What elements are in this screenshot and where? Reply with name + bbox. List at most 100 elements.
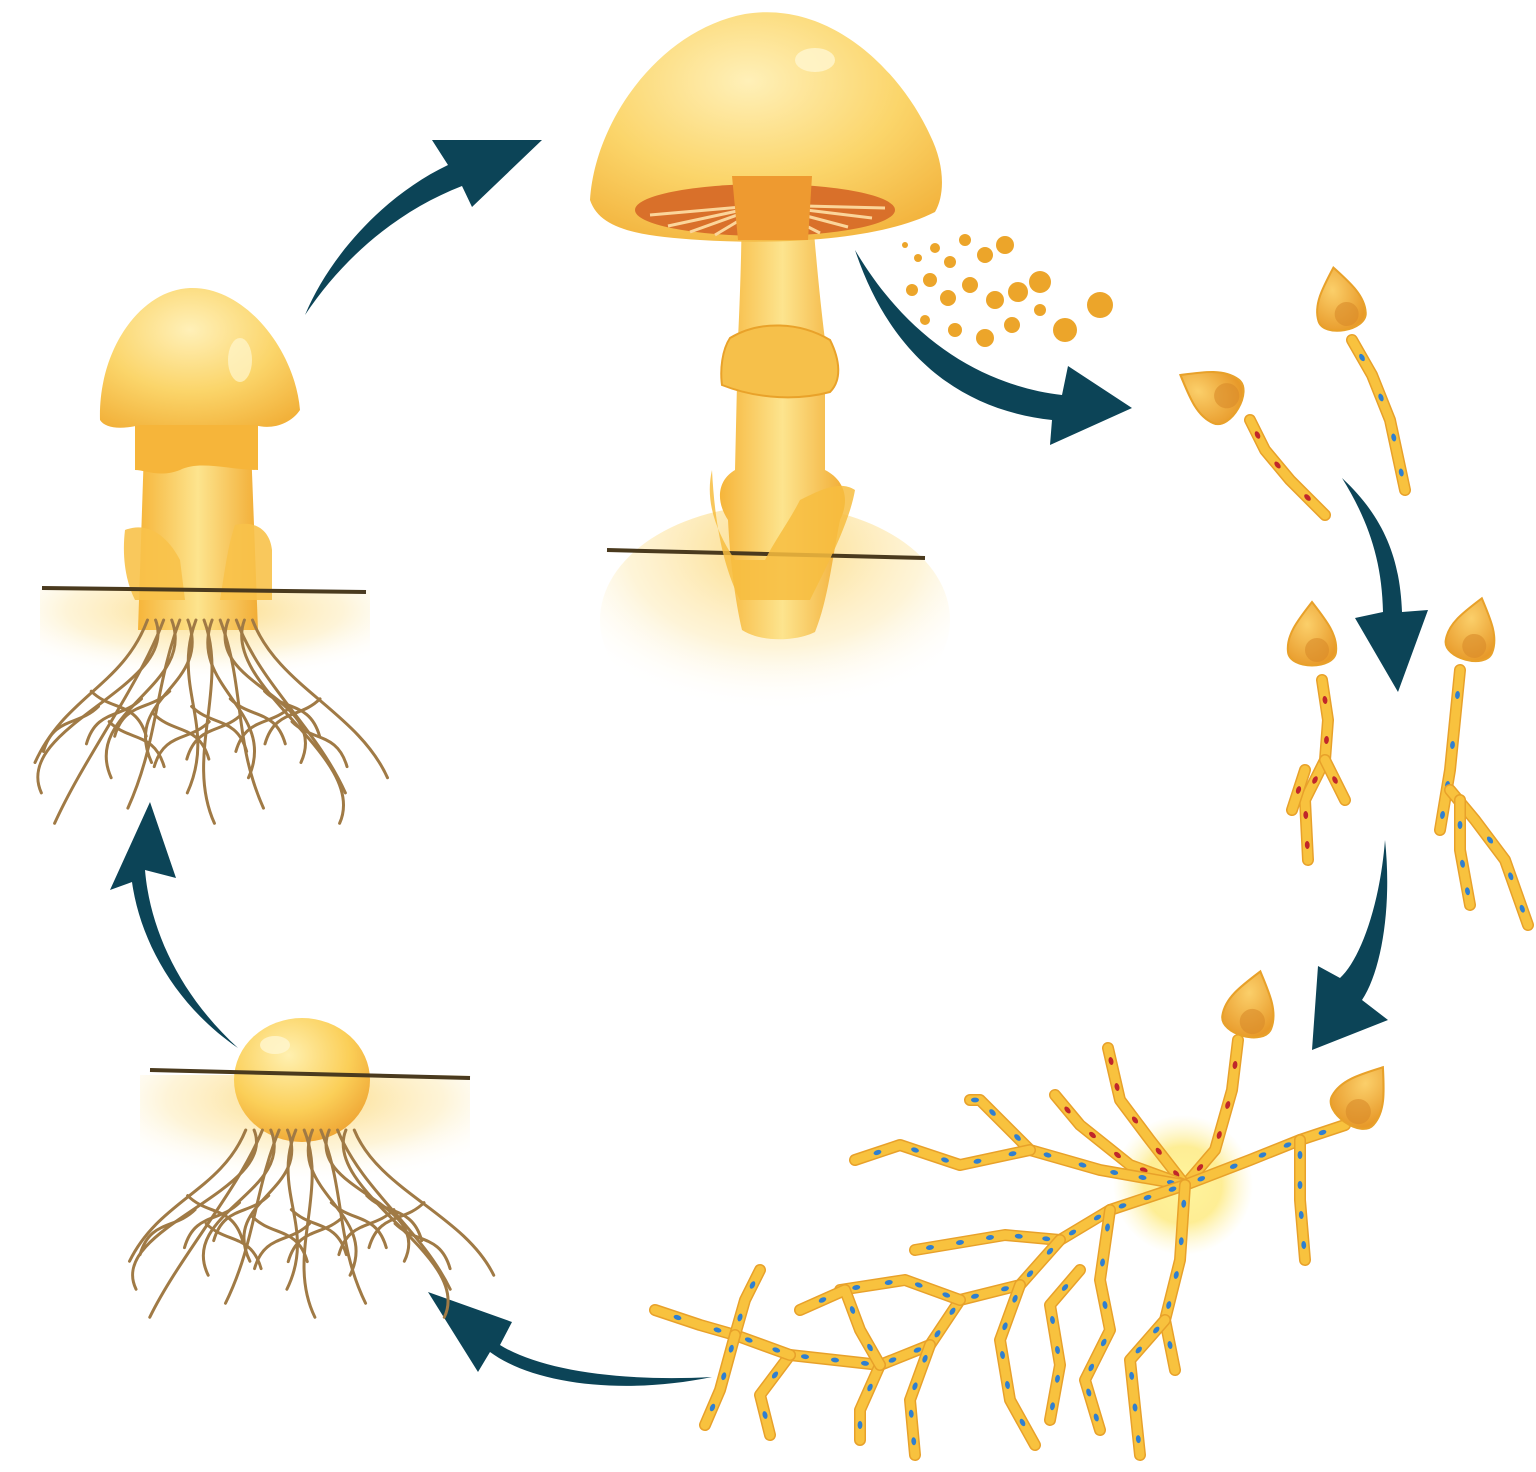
nucleus [1078,1162,1087,1168]
nucleus [1332,776,1338,784]
nucleus [1105,1223,1110,1232]
spore [996,236,1014,254]
nucleus [1324,736,1329,744]
nucleus [1303,811,1309,819]
nucleus [737,1313,743,1322]
nucleus [1132,1403,1138,1412]
nucleus [744,1337,753,1343]
nucleus [1019,1418,1026,1427]
nucleus [1318,1129,1327,1136]
nucleus [1196,1164,1204,1171]
nucleus [1008,1151,1017,1157]
stem-top [732,176,812,240]
nucleus [1440,811,1445,819]
nucleus [1166,1301,1172,1309]
nucleus [1486,836,1494,844]
young-volva [123,523,272,600]
nucleus [1064,1106,1071,1114]
nucleus [1519,904,1525,913]
spore-head [1444,596,1496,663]
nucleus [1043,1152,1052,1158]
nucleus [1301,1241,1307,1249]
root-branch [263,697,322,746]
nucleus [1283,1142,1292,1148]
root-branch [290,720,349,769]
nucleus [1093,1214,1102,1221]
spore-nucleus [1305,638,1329,662]
arrow-spores-to-germination [1342,478,1428,692]
nucleus [1110,1170,1119,1175]
nucleus [1457,821,1463,829]
spore-nucleus [1214,383,1240,409]
nucleus [849,1306,856,1314]
nucleus [852,1285,861,1290]
nucleus [1093,1413,1099,1422]
nucleus [912,1382,918,1391]
nucleus [1232,1061,1238,1069]
spore [930,243,940,253]
spore-head [1316,265,1367,332]
nucleus [1114,1083,1120,1091]
spore [940,290,956,306]
nucleus [986,1235,994,1240]
spore-head [1329,1065,1385,1130]
root-branch [329,1201,388,1250]
nucleus [913,1347,922,1353]
soil-line [149,1068,471,1080]
nucleus [1508,872,1514,881]
soil-line [41,586,367,594]
hypha [1295,1135,1310,1265]
spore [920,315,930,325]
root-branch [138,1208,197,1257]
nucleus [713,1327,722,1333]
nucleus [1042,1236,1051,1242]
nucleus [922,1354,928,1363]
arrow-germination-to-network [1312,840,1388,1050]
nucleus [1088,1363,1095,1372]
primordium [128,1018,496,1319]
spore [914,254,922,262]
nucleus [709,1403,716,1412]
root-branch [228,697,287,746]
spore [1034,304,1046,316]
nucleus [1181,1199,1187,1208]
nucleus [1254,431,1261,439]
nucleus [926,1245,934,1250]
nucleus [1378,393,1384,402]
soil-line [606,548,926,560]
nucleus [1322,696,1328,704]
spore [977,247,993,263]
nucleus [1138,1175,1147,1180]
nucleus [1068,1229,1077,1236]
nucleus [1055,1346,1060,1354]
nucleus [973,1158,982,1164]
hypha [835,1275,965,1305]
hypha [1455,795,1475,910]
nucleus [1046,1247,1054,1255]
root-branch [212,1194,271,1243]
nucleus [1012,1294,1018,1303]
hypha [1125,1315,1170,1460]
spore-nucleus [1334,301,1359,326]
spore [959,234,971,246]
nucleus [949,1307,956,1315]
nucleus [857,1421,863,1429]
nucleus [1168,1186,1177,1192]
hypha [755,1350,795,1440]
root-branch [393,1222,452,1271]
spore [948,323,962,337]
spore [1087,292,1113,318]
root-branch [185,712,244,761]
nucleus [1129,1371,1135,1380]
root-branch [89,689,148,738]
mycelium-roots [33,618,389,825]
nucleus [1086,1388,1092,1397]
nucleus [989,1109,996,1116]
nucleus [1061,1284,1069,1291]
nucleus [1153,1326,1160,1334]
spore [944,256,956,268]
spore-nucleus [1239,1008,1265,1035]
nucleus [1014,1233,1023,1239]
root-branch [204,1222,263,1271]
